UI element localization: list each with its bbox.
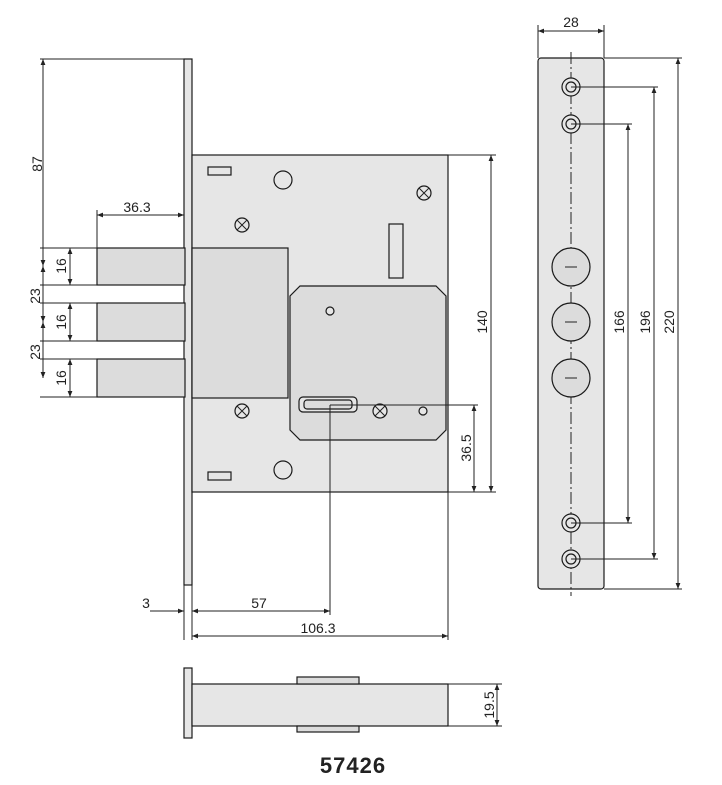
dim-3: 3 <box>142 595 150 611</box>
dim-16-middle: 16 <box>53 314 69 330</box>
bolt-block <box>191 247 289 399</box>
dim-87: 87 <box>29 156 45 172</box>
side-view <box>537 25 682 596</box>
slot-top <box>207 166 232 176</box>
dim-23-top: 23 <box>27 288 43 304</box>
dim-36-3: 36.3 <box>123 199 150 215</box>
screw-icon <box>416 185 432 201</box>
dim-16-top: 16 <box>53 258 69 274</box>
dim-23-bottom: 23 <box>27 344 43 360</box>
hole-top <box>273 170 293 190</box>
dim-106-3: 106.3 <box>300 620 335 636</box>
bolt-top <box>96 247 186 286</box>
slot-bottom <box>207 471 232 481</box>
screw-icon <box>372 403 388 419</box>
bolt-bottom <box>96 358 186 398</box>
dim-36-5: 36.5 <box>458 434 474 461</box>
pin-hole-2 <box>418 406 428 416</box>
screw-icon <box>234 403 250 419</box>
bottom-case <box>191 683 449 727</box>
latch-slot <box>388 223 404 279</box>
product-code: 57426 <box>320 753 386 778</box>
bottom-view <box>183 667 502 739</box>
dim-19-5: 19.5 <box>481 691 497 718</box>
bolt-hole-icon <box>551 302 591 342</box>
dim-166: 166 <box>611 310 627 334</box>
dim-140: 140 <box>474 310 490 334</box>
screw-icon <box>234 217 250 233</box>
dim-220: 220 <box>661 310 677 334</box>
hole-bottom <box>273 460 293 480</box>
bottom-tab-bottom <box>296 725 360 733</box>
bottom-faceplate <box>183 667 193 739</box>
dim-196: 196 <box>637 310 653 334</box>
front-view <box>40 58 496 640</box>
dim-16-bottom: 16 <box>53 370 69 386</box>
mechanism-plate <box>289 285 447 441</box>
bolt-hole-icon <box>551 247 591 287</box>
bottom-tab-top <box>296 676 360 685</box>
bolt-middle <box>96 302 186 342</box>
dim-28: 28 <box>563 14 579 30</box>
bolt-hole-icon <box>551 358 591 398</box>
dim-57: 57 <box>251 595 267 611</box>
pin-hole-1 <box>325 306 335 316</box>
